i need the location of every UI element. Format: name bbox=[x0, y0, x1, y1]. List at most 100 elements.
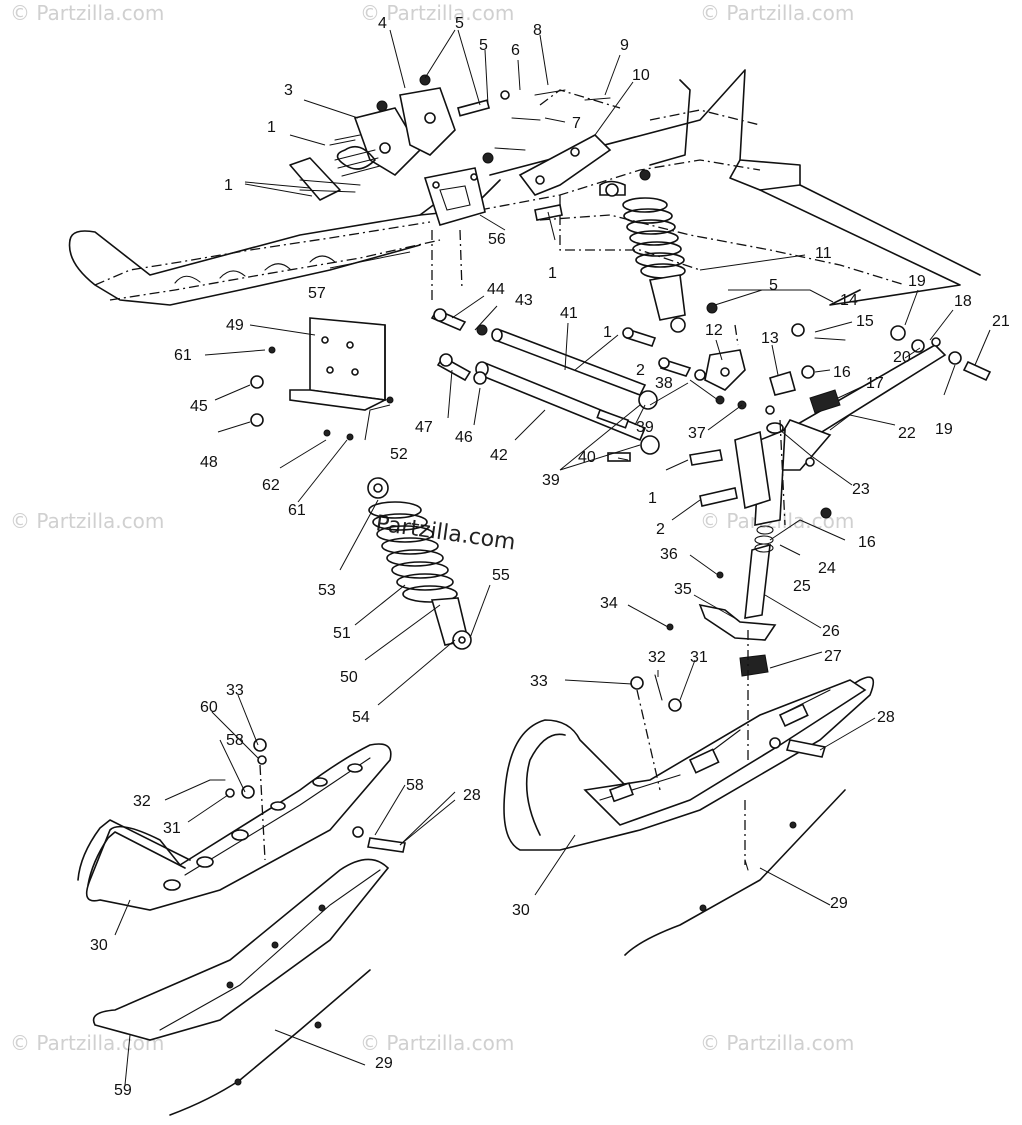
callout-28: 28 bbox=[877, 709, 895, 726]
watermark-bottom-right: © Partzilla.com bbox=[700, 1031, 854, 1055]
callout-10: 10 bbox=[632, 67, 650, 84]
callout-45: 45 bbox=[190, 398, 208, 415]
watermark-top-center: © Partzilla.com bbox=[360, 1, 514, 25]
callout-41: 41 bbox=[560, 305, 578, 322]
callout-52: 52 bbox=[390, 446, 408, 463]
callout-49: 49 bbox=[226, 317, 244, 334]
callout-14: 14 bbox=[840, 292, 858, 309]
callout-39: 39 bbox=[636, 419, 654, 436]
leader-lines bbox=[114, 29, 991, 1086]
callout-11: 11 bbox=[815, 245, 832, 262]
callout-33: 33 bbox=[530, 673, 548, 690]
callout-32: 32 bbox=[133, 793, 151, 810]
callout-46: 46 bbox=[455, 429, 473, 446]
callout-51: 51 bbox=[333, 625, 351, 642]
callout-25: 25 bbox=[793, 578, 811, 595]
callout-36: 36 bbox=[660, 546, 678, 563]
watermark-top-left: © Partzilla.com bbox=[10, 1, 164, 25]
callout-17: 17 bbox=[866, 375, 884, 392]
callout-15: 15 bbox=[856, 313, 874, 330]
front-bracket-49 bbox=[250, 317, 394, 441]
right-ski bbox=[503, 674, 875, 956]
callout-28: 28 bbox=[463, 787, 481, 804]
callout-58: 58 bbox=[226, 732, 244, 749]
callout-48: 48 bbox=[200, 454, 218, 471]
callout-13: 13 bbox=[761, 330, 779, 347]
assembly-lines bbox=[259, 89, 786, 865]
watermark-top-right: © Partzilla.com bbox=[700, 1, 854, 25]
callout-43: 43 bbox=[515, 292, 533, 309]
callout-26: 26 bbox=[822, 623, 840, 640]
callout-35: 35 bbox=[674, 581, 692, 598]
callout-61: 61 bbox=[288, 502, 306, 519]
upper-shock-brackets bbox=[289, 74, 491, 201]
radius-rods bbox=[430, 308, 660, 462]
callout-12: 12 bbox=[705, 322, 723, 339]
callout-16: 16 bbox=[858, 534, 876, 551]
callout-60: 60 bbox=[200, 699, 218, 716]
callout-56: 56 bbox=[488, 231, 506, 248]
callout-39: 39 bbox=[542, 472, 560, 489]
front-shock-51 bbox=[367, 477, 472, 650]
callout-16: 16 bbox=[833, 364, 851, 381]
callout-24: 24 bbox=[818, 560, 836, 577]
callout-27: 27 bbox=[824, 648, 842, 665]
callout-9: 9 bbox=[620, 37, 629, 54]
callout-19: 19 bbox=[935, 421, 953, 438]
callout-59: 59 bbox=[114, 1082, 132, 1099]
callout-1: 1 bbox=[648, 490, 657, 507]
callout-3: 3 bbox=[284, 82, 293, 99]
right-upper-bracket-shock bbox=[482, 89, 718, 333]
callout-18: 18 bbox=[954, 293, 972, 310]
callout-6: 6 bbox=[511, 42, 520, 59]
watermark-bottom-center: © Partzilla.com bbox=[360, 1031, 514, 1055]
callout-5: 5 bbox=[455, 15, 464, 32]
callout-1: 1 bbox=[224, 177, 233, 194]
callout-44: 44 bbox=[487, 281, 505, 298]
callout-5: 5 bbox=[479, 37, 488, 54]
callout-53: 53 bbox=[318, 582, 336, 599]
callout-labels: 1 1 1 1 1 2 2 3 4 5 5 5 6 7 8 9 10 11 12… bbox=[90, 15, 1010, 1099]
callout-1: 1 bbox=[603, 324, 612, 341]
callout-33: 33 bbox=[226, 682, 244, 699]
watermark-mid-left: © Partzilla.com bbox=[10, 509, 164, 533]
callout-23: 23 bbox=[852, 481, 870, 498]
callout-55: 55 bbox=[492, 567, 510, 584]
chassis-frame bbox=[68, 69, 981, 306]
callout-4: 4 bbox=[378, 15, 387, 32]
callout-7: 7 bbox=[572, 115, 581, 132]
callout-30: 30 bbox=[512, 902, 530, 919]
callout-22: 22 bbox=[898, 425, 916, 442]
callout-58: 58 bbox=[406, 777, 424, 794]
callout-57: 57 bbox=[308, 285, 326, 302]
callout-40: 40 bbox=[578, 449, 596, 466]
callout-1: 1 bbox=[267, 119, 276, 136]
callout-2: 2 bbox=[636, 362, 645, 379]
callout-61: 61 bbox=[174, 347, 192, 364]
callout-5: 5 bbox=[769, 277, 778, 294]
callout-30: 30 bbox=[90, 937, 108, 954]
left-ski bbox=[77, 738, 406, 1116]
callout-47: 47 bbox=[415, 419, 433, 436]
callout-42: 42 bbox=[490, 447, 508, 464]
callout-54: 54 bbox=[352, 709, 370, 726]
callout-34: 34 bbox=[600, 595, 618, 612]
callout-29: 29 bbox=[375, 1055, 393, 1072]
callout-20: 20 bbox=[893, 349, 911, 366]
callout-31: 31 bbox=[690, 649, 708, 666]
callout-2: 2 bbox=[656, 521, 665, 538]
callout-37: 37 bbox=[688, 425, 706, 442]
callout-32: 32 bbox=[648, 649, 666, 666]
callout-62: 62 bbox=[262, 477, 280, 494]
callout-1: 1 bbox=[548, 265, 557, 282]
callout-8: 8 bbox=[533, 22, 542, 39]
callout-29: 29 bbox=[830, 895, 848, 912]
callout-31: 31 bbox=[163, 820, 181, 837]
callout-21: 21 bbox=[992, 313, 1010, 330]
callout-38: 38 bbox=[655, 375, 673, 392]
callout-19: 19 bbox=[908, 273, 926, 290]
callout-50: 50 bbox=[340, 669, 358, 686]
spindle-and-arm bbox=[534, 204, 992, 677]
